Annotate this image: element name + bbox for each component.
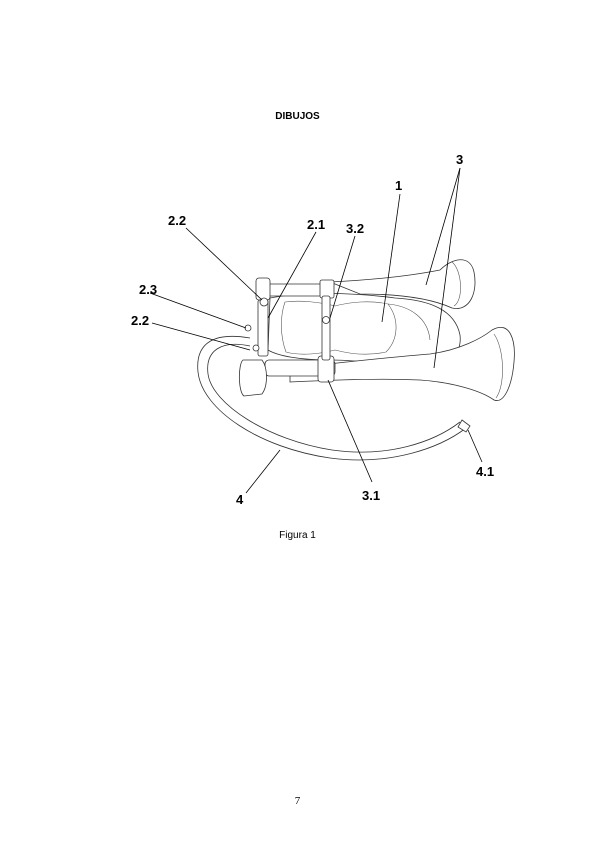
connectors (244, 295, 331, 361)
figure-1-drawing: 3 1 2.2 2.1 3.2 2.3 2.2 4.1 4 3.1 (131, 152, 515, 507)
figure-caption: Figura 1 (279, 530, 316, 541)
label-2-2-upper: 2.2 (168, 213, 186, 228)
leader-lines (149, 167, 483, 494)
upper-bell (329, 259, 476, 309)
label-2-1: 2.1 (307, 217, 325, 232)
label-4-1: 4.1 (476, 464, 494, 479)
lower-pipe (238, 355, 336, 397)
lower-bell (289, 327, 515, 401)
section-heading: DIBUJOS (275, 111, 320, 122)
label-2-3: 2.3 (139, 282, 157, 297)
label-3-2: 3.2 (346, 221, 364, 236)
label-3-1: 3.1 (362, 488, 380, 503)
main-body (267, 293, 461, 365)
label-1: 1 (395, 178, 402, 193)
page-number: 7 (294, 795, 301, 807)
label-4: 4 (236, 492, 244, 507)
label-3: 3 (456, 152, 463, 167)
label-2-2-lower: 2.2 (131, 313, 149, 328)
